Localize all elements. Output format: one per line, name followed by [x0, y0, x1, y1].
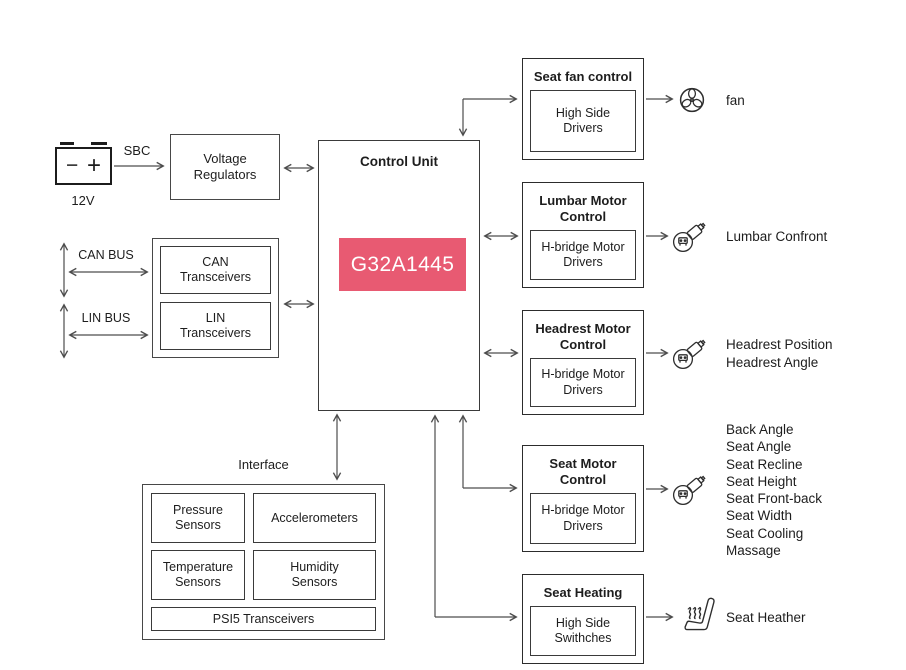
motor-icon-seat	[672, 475, 706, 506]
high-side-drivers-box: High Side Drivers	[530, 90, 636, 152]
module-seat-fan-control: Seat fan control High Side Drivers	[522, 58, 644, 160]
output-label-seat-recline: Seat Recline	[726, 456, 803, 472]
output-label-seat-front-back: Seat Front-back	[726, 491, 823, 507]
control-unit-box: Control Unit G32A1445	[318, 140, 480, 411]
output-label-seat-height: Seat Height	[726, 473, 797, 489]
accelerometers-box: Accelerometers	[253, 493, 376, 543]
battery-icon: − +	[55, 142, 112, 185]
module-seat-motor-control: Seat Motor Control H-bridge Motor Driver…	[522, 445, 644, 552]
hbridge-drivers-box-seat: H-bridge Motor Drivers	[530, 493, 636, 544]
seat-heater-icon	[684, 597, 715, 631]
interface-label: Interface	[238, 457, 289, 472]
module-title-seat-fan: Seat fan control	[533, 69, 633, 84]
battery-terminal-plus	[91, 142, 107, 145]
output-label-back-angle: Back Angle	[726, 422, 794, 437]
pressure-sensors-box: Pressure Sensors	[151, 493, 245, 543]
temperature-sensors-box: Temperature Sensors	[151, 550, 245, 600]
module-title-headrest: Headrest Motor Control	[535, 321, 631, 352]
output-label-headrest: Headrest Position Headrest Angle	[726, 337, 833, 370]
output-label-seat-angle: Seat Angle	[726, 439, 792, 455]
module-lumbar-motor-control: Lumbar Motor Control H-bridge Motor Driv…	[522, 182, 644, 288]
module-seat-heating: Seat Heating High Side Swithches	[522, 574, 644, 664]
module-title-seat-motor: Seat Motor Control	[549, 456, 617, 487]
output-list-seat-motor: Back Angle Seat Angle Seat Recline Seat …	[726, 421, 822, 559]
interface-box: Pressure Sensors Accelerometers Temperat…	[142, 484, 385, 640]
voltage-regulators-box: Voltage Regulators	[170, 134, 280, 200]
high-side-switches-box: High Side Swithches	[530, 606, 636, 656]
battery-terminal-minus	[60, 142, 74, 145]
lin-transceivers-box: LIN Transceivers	[160, 302, 271, 350]
module-title-seat-heating: Seat Heating	[543, 585, 623, 600]
module-headrest-motor-control: Headrest Motor Control H-bridge Motor Dr…	[522, 310, 644, 415]
battery-minus-sign: −	[66, 154, 79, 177]
output-label-lumbar: Lumbar Confront	[726, 229, 828, 244]
can-transceivers-box: CAN Transceivers	[160, 246, 271, 294]
battery-plus-sign: +	[86, 152, 101, 179]
hbridge-drivers-box-headrest: H-bridge Motor Drivers	[530, 358, 636, 407]
control-unit-title: Control Unit	[360, 154, 438, 169]
output-label-seat-cooling: Seat Cooling	[726, 525, 804, 541]
output-label-fan: fan	[726, 93, 745, 108]
humidity-sensors-box: Humidity Sensors	[253, 550, 376, 600]
transceivers-box: CAN Transceivers LIN Transceivers	[152, 238, 279, 358]
hbridge-drivers-box-lumbar: H-bridge Motor Drivers	[530, 230, 636, 280]
battery-voltage-label: 12V	[71, 193, 95, 208]
can-bus-label: CAN BUS	[78, 248, 134, 262]
module-title-lumbar: Lumbar Motor Control	[539, 193, 627, 224]
fan-icon	[679, 87, 705, 113]
motor-icon-lumbar	[672, 222, 706, 253]
output-label-seat-heater: Seat Heather	[726, 610, 806, 625]
motor-icon-headrest	[672, 339, 706, 370]
sbc-label: SBC	[123, 143, 151, 158]
psi5-transceivers-box: PSI5 Transceivers	[151, 607, 376, 631]
lin-bus-label: LIN BUS	[81, 311, 131, 325]
output-label-massage: Massage	[726, 543, 781, 559]
mcu-chip: G32A1445	[339, 238, 466, 291]
output-label-seat-width: Seat Width	[726, 508, 793, 524]
